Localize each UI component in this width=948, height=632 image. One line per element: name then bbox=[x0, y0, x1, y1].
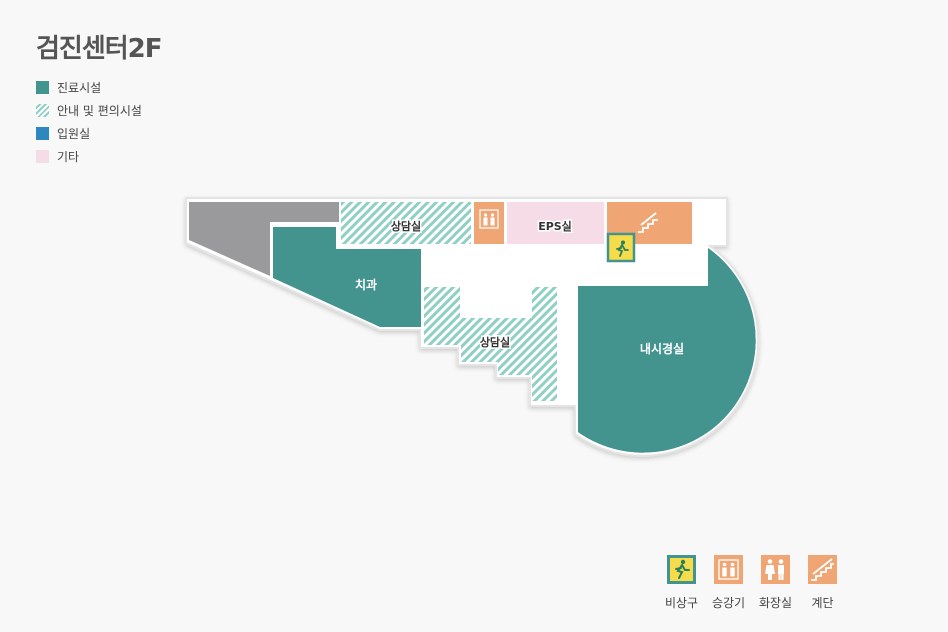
room-dental[interactable] bbox=[273, 227, 421, 327]
room-counsel-top[interactable] bbox=[341, 202, 471, 244]
elevator-icon bbox=[479, 209, 499, 229]
legend-item-clinic: 진료시설 bbox=[36, 76, 142, 99]
facility-legend: 비상구 승강기 화장실 계단 bbox=[658, 555, 846, 611]
elevator-block[interactable] bbox=[474, 202, 504, 244]
room-counsel-bottom[interactable] bbox=[424, 287, 557, 401]
room-endoscopy-fill bbox=[578, 248, 756, 453]
facility-label: 승강기 bbox=[711, 596, 746, 610]
room-label-eps: EPS실 bbox=[538, 219, 572, 233]
room-eps[interactable] bbox=[507, 202, 604, 244]
room-label-counsel-top: 상담실 bbox=[391, 219, 421, 233]
stairs-icon bbox=[638, 212, 658, 233]
facility-stairs: 계단 bbox=[799, 555, 846, 611]
legend-item-other: 기타 bbox=[36, 145, 142, 168]
room-label-counsel-bottom: 상담실 bbox=[480, 335, 510, 349]
legend-label: 진료시설 bbox=[57, 81, 102, 95]
facility-label: 화장실 bbox=[758, 596, 793, 610]
restroom-icon bbox=[761, 555, 790, 584]
page-title: 검진센터2F bbox=[36, 34, 163, 64]
legend-label: 안내 및 편의시설 bbox=[57, 104, 142, 118]
facility-emergency-exit: 비상구 bbox=[658, 555, 705, 611]
facility-label: 계단 bbox=[811, 596, 834, 610]
elevator-icon bbox=[714, 555, 743, 584]
facility-elevator: 승강기 bbox=[705, 555, 752, 611]
legend-label: 기타 bbox=[57, 150, 80, 164]
hatched-teal-swatch-icon bbox=[36, 104, 49, 117]
solid-teal-swatch-icon bbox=[36, 81, 49, 94]
emergency-exit-icon bbox=[616, 240, 629, 257]
facility-restroom: 화장실 bbox=[752, 555, 799, 611]
legend-item-inpatient: 입원실 bbox=[36, 122, 142, 145]
facility-label: 비상구 bbox=[664, 596, 699, 610]
legend-label: 입원실 bbox=[57, 127, 91, 141]
room-label-dental: 치과 bbox=[355, 277, 377, 292]
solid-blue-swatch-icon bbox=[36, 127, 49, 140]
legend-item-info: 안내 및 편의시설 bbox=[36, 99, 142, 122]
restricted-area bbox=[189, 202, 339, 276]
stairs-icon bbox=[808, 555, 837, 584]
room-label-endoscopy: 내시경실 bbox=[640, 341, 684, 356]
pink-swatch-icon bbox=[36, 150, 49, 163]
legend: 진료시설 안내 및 편의시설 입원실 기타 bbox=[36, 76, 142, 168]
emergency-exit-icon bbox=[667, 555, 696, 584]
